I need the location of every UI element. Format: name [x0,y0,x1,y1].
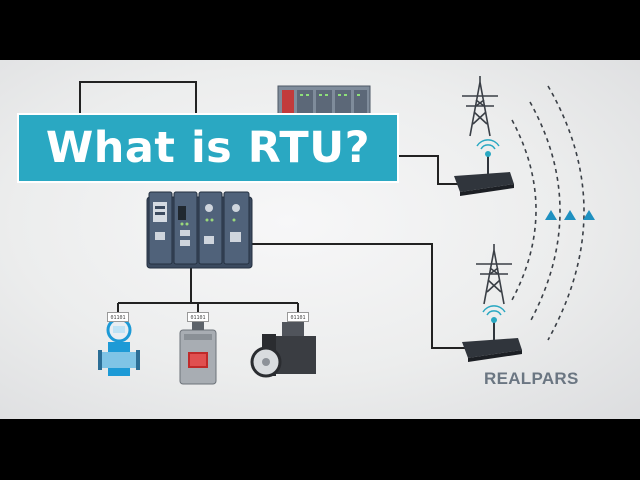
rtu-icon [146,191,253,269]
rtu-diagram-frame: 01101 01101 01101 What is RTU? REALPARS [0,60,640,419]
signal-arrows [545,210,595,220]
device-code-label: 01101 [287,312,309,322]
transmission-tower-icon [462,76,498,137]
transmission-tower-icon [476,244,512,305]
radio-waves [511,85,585,341]
radio-modem-icon [454,139,514,196]
plc-rack-icon [277,85,371,117]
title-banner: What is RTU? [17,113,399,183]
wiring [79,81,466,349]
brand-logo: REALPARS [484,369,579,388]
device-code-label: 01101 [187,312,209,322]
top-modem-link [399,155,460,185]
flow-meter-icon [98,313,140,376]
photo-sensor-icon [179,316,217,385]
radio-modem-icon [462,305,522,362]
device-code-label: 01101 [107,312,129,322]
top-left-link [79,81,197,113]
servo-motor-icon [250,314,316,378]
page-title: What is RTU? [45,123,371,173]
diagram-canvas [79,76,595,385]
bottom-modem-link [252,243,466,349]
